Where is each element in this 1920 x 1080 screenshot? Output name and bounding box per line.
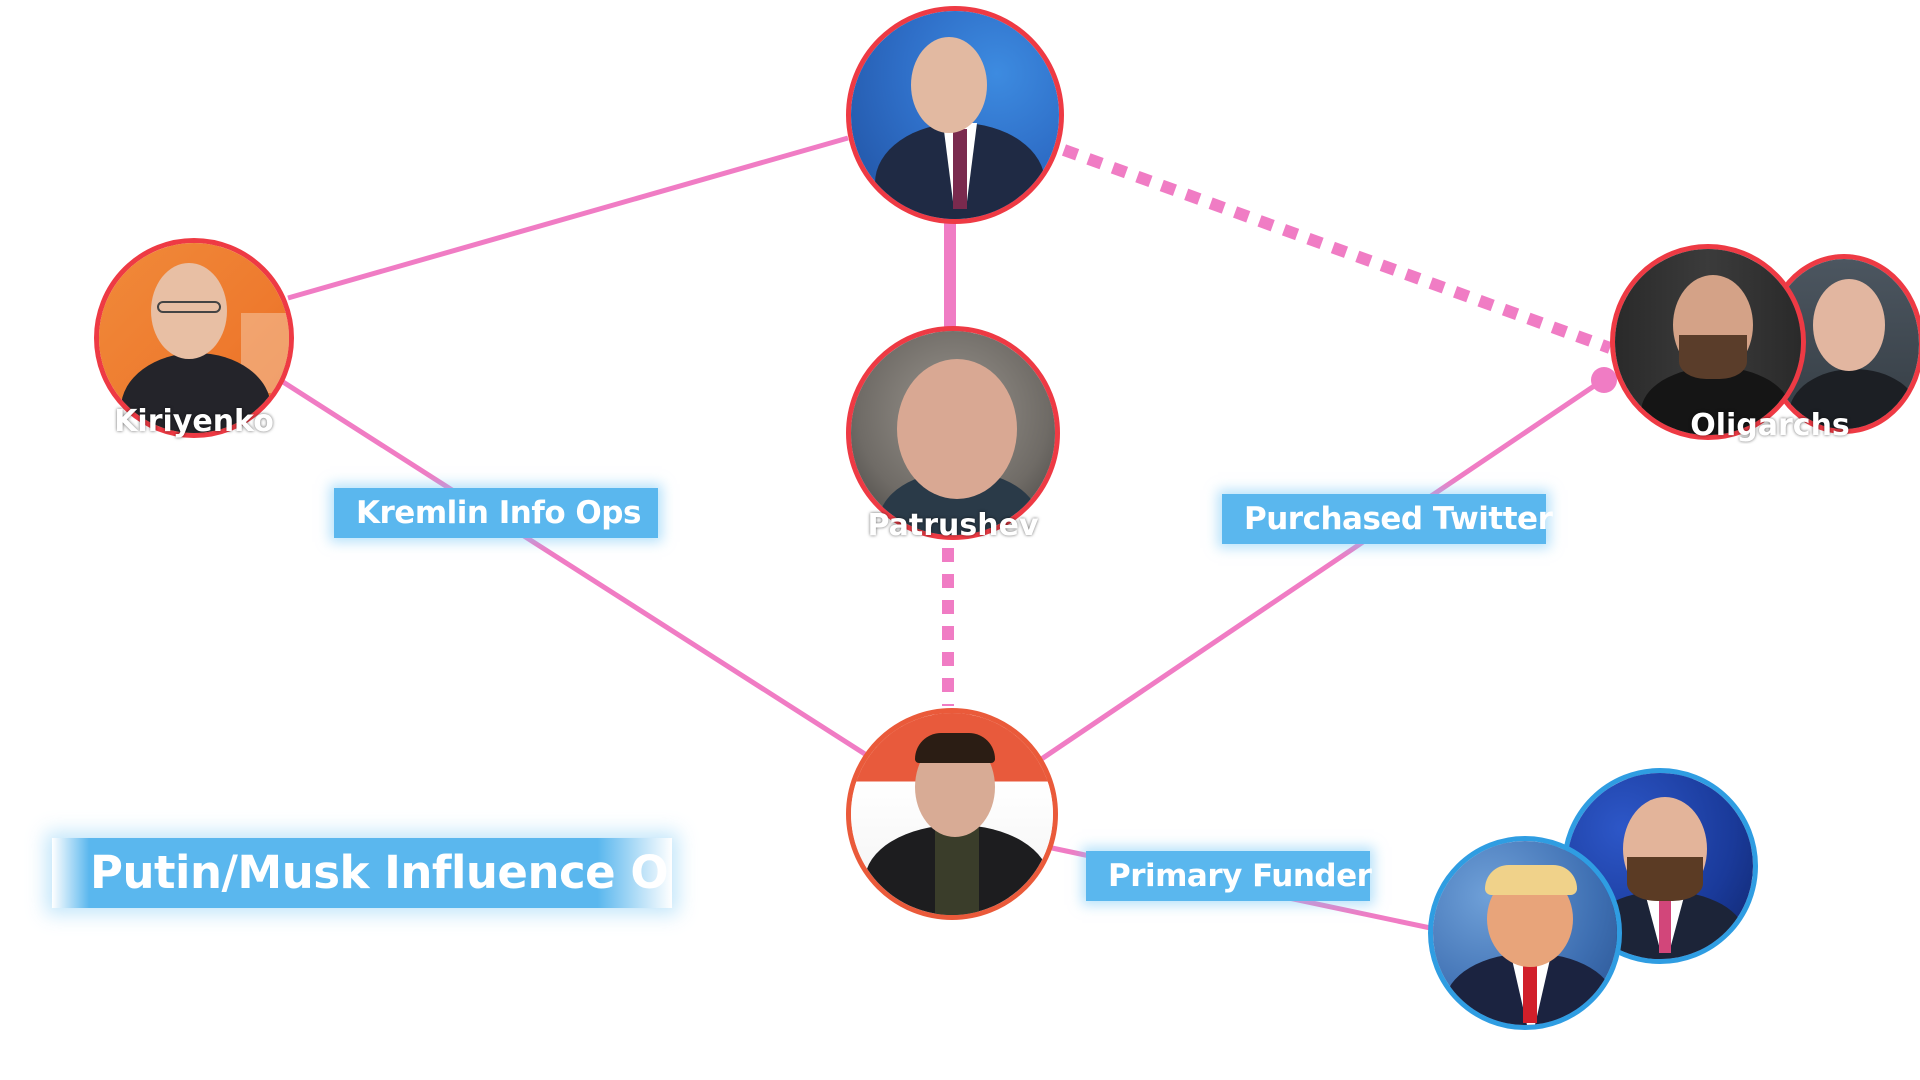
edge-label-primary-funder: Primary Funder (1086, 851, 1372, 901)
node-musk[interactable] (846, 708, 1058, 920)
edge-putin-kiriyenko (287, 135, 849, 301)
node-patrushev[interactable] (846, 326, 1060, 540)
node-patrushev-caption: Patrushev (867, 508, 1039, 543)
edge-putin-oligarchs (1061, 144, 1613, 354)
edge-label-purchased-twitter: Purchased Twitter (1222, 494, 1553, 544)
edge-oligarchs-musk (1038, 379, 1602, 763)
node-oligarchs[interactable] (1610, 244, 1806, 440)
node-oligarchs-caption: Oligarchs (1690, 408, 1850, 443)
node-putin[interactable] (846, 6, 1064, 224)
node-trump[interactable] (1428, 836, 1622, 1030)
node-kiriyenko[interactable] (94, 238, 294, 438)
edge-label-kremlin-info-ops: Kremlin Info Ops (334, 488, 658, 538)
diagram-title: Putin/Musk Influence Op (52, 838, 672, 908)
edge-kiriyenko-musk (278, 377, 870, 759)
node-kiriyenko-caption: Kiriyenko (114, 404, 274, 439)
edge-endpoint-dot (1591, 367, 1617, 393)
